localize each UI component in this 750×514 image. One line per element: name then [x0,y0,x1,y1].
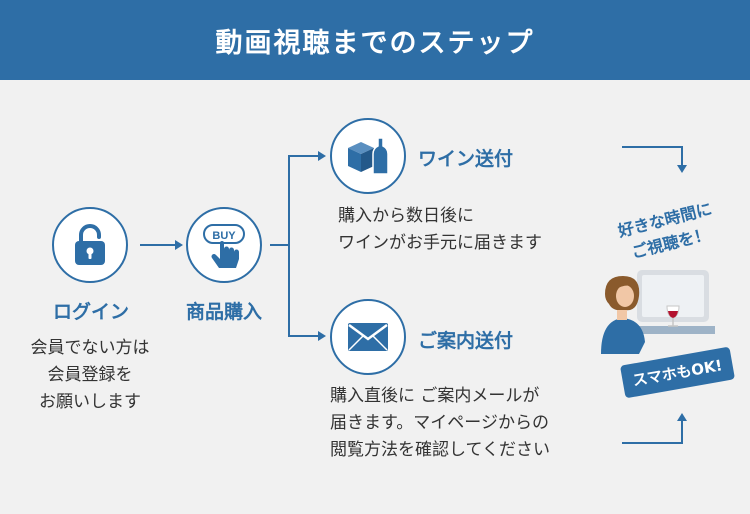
purchase-step-circle: BUY [186,207,262,283]
guide-to-view-line [622,442,682,444]
branch-line [270,244,289,246]
woman-watching-monitor-icon [601,270,715,354]
guide-step-title: ご案内送付 [418,330,514,352]
guide-desc-line: 閲覧方法を確認してください [330,440,550,460]
wine-desc-line: 購入から数日後に [338,206,474,226]
page-header: 動画視聴までのステップ [0,0,750,80]
arrow-head-right-icon [318,331,326,341]
wine-to-view-line-vertical [681,146,683,166]
buy-finger-icon: BUY [203,224,245,268]
arrow-line [140,244,176,246]
wine-step-description: 購入から数日後に ワインがお手元に届きます [338,203,542,257]
login-step-circle [52,207,128,283]
login-desc-line: 会員登録を [47,365,133,385]
guide-step-description: 購入直後に ご案内メールが 届きます。マイページからの 閲覧方法を確認してくださ… [330,383,550,464]
padlock-icon [75,224,105,265]
purchase-step-title: 商品購入 [185,301,262,323]
guide-step-circle [330,299,406,375]
buy-text: BUY [212,230,236,242]
envelope-icon [348,323,388,351]
guide-desc-line: 購入直後に ご案内メールが [330,386,540,406]
wine-desc-line: ワインがお手元に届きます [338,233,542,253]
login-step-description: 会員でない方は 会員登録を お願いします [10,335,170,416]
branch-line-bottom [288,335,318,337]
wine-to-view-line [622,146,682,148]
wine-box-icon [348,137,389,175]
view-callout: 好きな時間に ご視聴を！ [604,194,732,270]
wine-step-circle [330,118,406,194]
arrow-head-right-icon [175,240,183,250]
login-desc-line: 会員でない方は [30,338,150,358]
login-step-title: ログイン [52,301,129,323]
arrow-head-down-icon [677,165,687,173]
wine-step-title: ワイン送付 [418,148,514,170]
arrow-head-up-icon [677,413,687,421]
arrow-head-right-icon [318,151,326,161]
login-desc-line: お願いします [39,392,141,412]
branch-line-top [288,155,318,157]
page-title: 動画視聴までのステップ [215,27,535,59]
branch-line-vertical [288,155,290,337]
guide-desc-line: 届きます。マイページからの [330,413,549,433]
guide-to-view-line-vertical [681,420,683,444]
